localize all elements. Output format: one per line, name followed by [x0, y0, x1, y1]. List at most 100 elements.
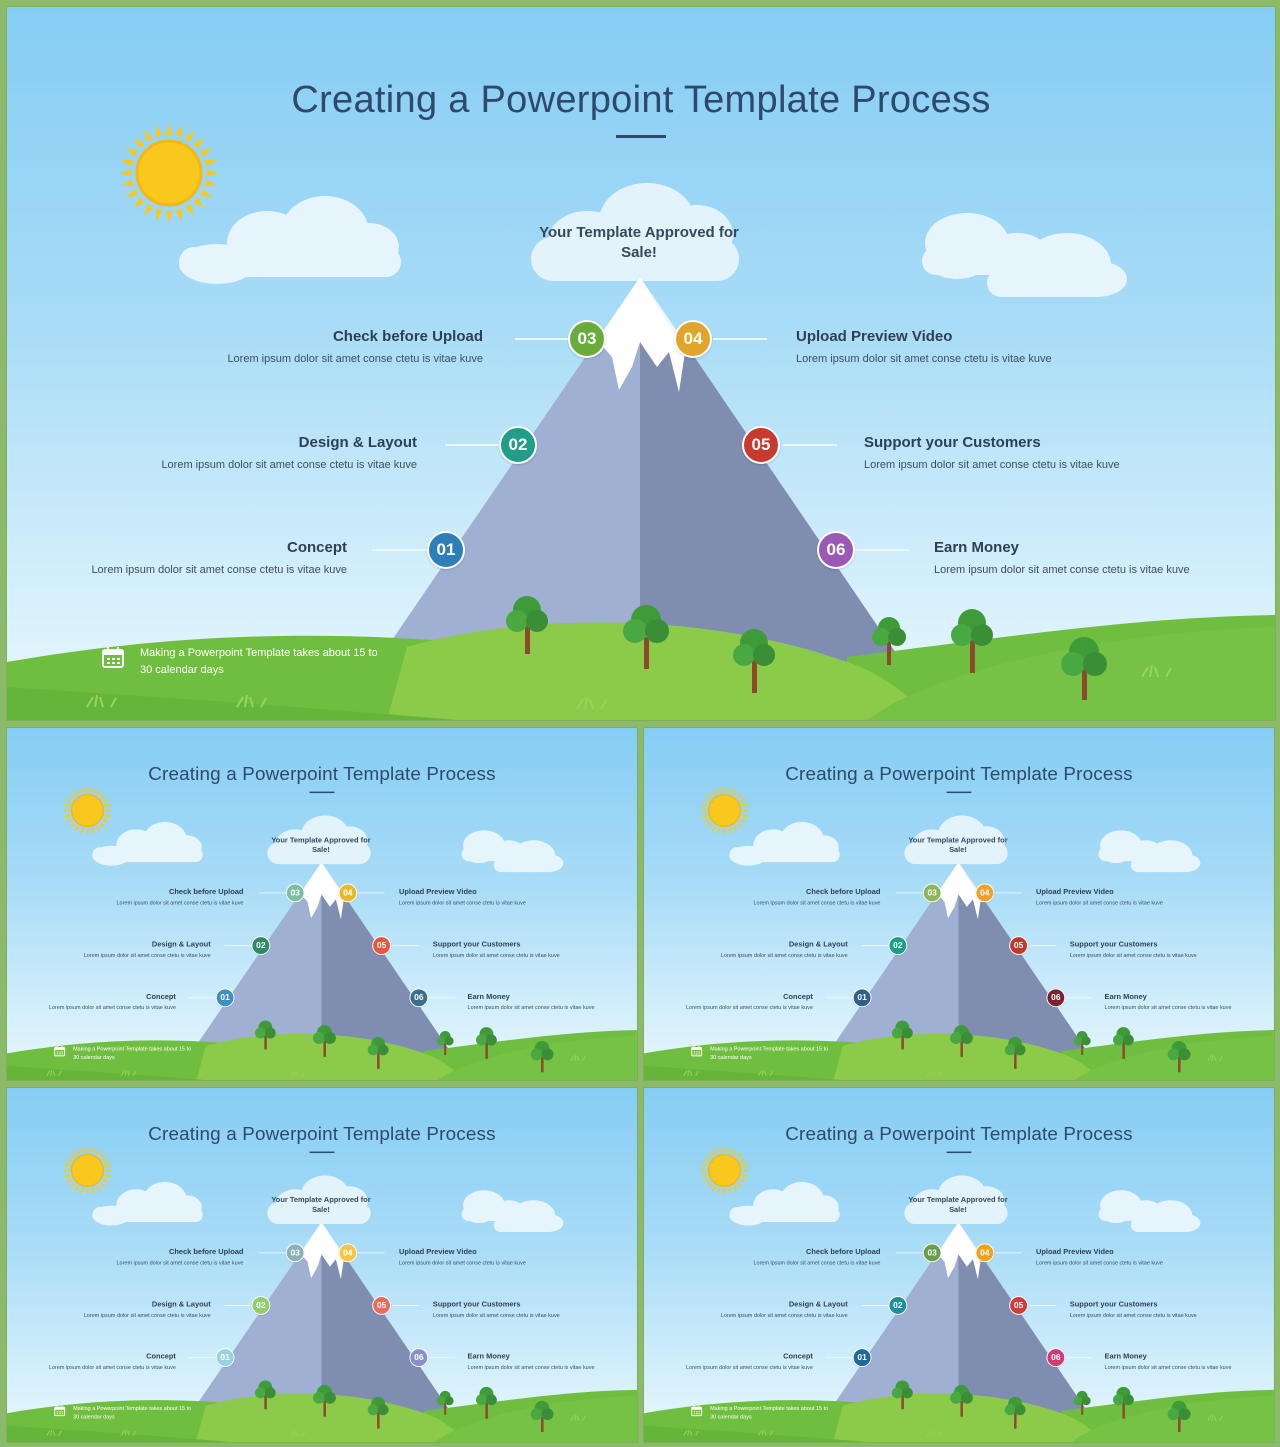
- sun-ray: [204, 159, 218, 167]
- sun-ray: [85, 829, 90, 836]
- sun-ray: [200, 188, 213, 198]
- slide-title: Creating a Powerpoint Template Process: [291, 79, 991, 121]
- title-underline: [309, 1151, 335, 1154]
- cloud-icon: [729, 1181, 840, 1226]
- sun-ray: [85, 1189, 90, 1196]
- sun-ray: [736, 1152, 743, 1159]
- sun-ray: [62, 808, 69, 813]
- hills: [7, 615, 1275, 720]
- sun-ray: [155, 208, 163, 222]
- sun-ray: [732, 825, 737, 832]
- tree-icon: [950, 1384, 973, 1417]
- sun-ray: [75, 1148, 80, 1155]
- step-04-badge: 04: [975, 883, 995, 903]
- step-05-label: Support your Customers: [432, 940, 521, 949]
- sun-ray: [700, 1173, 707, 1177]
- slide-thumbnail-2[interactable]: Creating a Powerpoint Template Process Y…: [643, 727, 1275, 1081]
- sun-ray: [722, 1189, 727, 1196]
- step-04-label: Upload Preview Video: [796, 328, 953, 345]
- step-03-badge: 03: [922, 1243, 942, 1263]
- step-04-desc: Lorem ipsum dolor sit amet conse ctetu i…: [398, 899, 526, 906]
- step-02-desc: Lorem ipsum dolor sit amet conse ctetu i…: [161, 459, 417, 471]
- step-01-desc: Lorem ipsum dolor sit amet conse ctetu i…: [685, 1004, 813, 1011]
- calendar-icon: [102, 647, 124, 668]
- sun-ray: [739, 818, 746, 823]
- summit-cloud-icon: [904, 1175, 1008, 1225]
- step-01-label: Concept: [287, 539, 347, 556]
- summit-label: Your Template Approved for Sale!: [271, 835, 371, 855]
- step-02-desc: Lorem ipsum dolor sit amet conse ctetu i…: [720, 1312, 848, 1319]
- calendar-icon: [691, 1045, 703, 1057]
- step-02-label: Design & Layout: [788, 940, 848, 949]
- sun-ray: [80, 828, 85, 835]
- footer-note: Making a Powerpoint Template takes about…: [73, 1405, 192, 1421]
- sun-ray: [99, 792, 106, 799]
- tree-icon: [1167, 1040, 1191, 1073]
- step-05-desc: Lorem ipsum dolor sit amet conse ctetu i…: [432, 1312, 560, 1319]
- step-06-label: Earn Money: [467, 1352, 510, 1361]
- sun-ray: [65, 1178, 73, 1183]
- sun-ray: [63, 803, 70, 808]
- connector-lines: [825, 1252, 1093, 1359]
- cloud-icon: [493, 1200, 564, 1232]
- sun-ray: [739, 1158, 746, 1163]
- sun-ray: [69, 1152, 76, 1159]
- tree-icon: [623, 605, 669, 669]
- tree-icon: [1061, 637, 1107, 700]
- cloud-icon: [92, 821, 203, 866]
- step-02-label: Design & Layout: [788, 1300, 848, 1309]
- sun-ray: [133, 197, 145, 209]
- slide-stage: Creating a Powerpoint Template Process Y…: [7, 7, 1275, 720]
- sun-ray: [184, 129, 194, 142]
- sun-ray: [85, 1145, 90, 1152]
- sun-ray: [727, 1146, 731, 1153]
- sun-ray: [69, 822, 76, 829]
- slide-thumbnail-1[interactable]: Creating a Powerpoint Template Process Y…: [6, 727, 638, 1081]
- step-01-label: Concept: [146, 992, 176, 1001]
- grass-tufts: [683, 1414, 1223, 1437]
- step-04-label: Upload Preview Video: [1035, 887, 1114, 896]
- slide-thumbnail-4[interactable]: Creating a Powerpoint Template Process Y…: [643, 1087, 1275, 1443]
- step-05-label: Support your Customers: [864, 434, 1041, 451]
- hills: [644, 1389, 1274, 1442]
- step-03-desc: Lorem ipsum dolor sit amet conse ctetu i…: [116, 899, 244, 906]
- summit-cloud-icon: [904, 815, 1008, 865]
- sun-ray: [727, 828, 731, 835]
- sun-ray: [95, 788, 100, 796]
- sun-ray: [120, 179, 134, 187]
- sun-ray: [739, 798, 746, 803]
- tree-icon: [891, 1020, 913, 1050]
- step-05-desc: Lorem ipsum dolor sit amet conse ctetu i…: [1069, 1312, 1197, 1319]
- sun-ray: [706, 792, 713, 799]
- sun-ray: [700, 813, 707, 817]
- step-06-label: Earn Money: [1104, 1352, 1147, 1361]
- step-06-label: Earn Money: [934, 539, 1020, 556]
- step-06-badge: 06: [409, 988, 429, 1008]
- summit-label: Your Template Approved for Sale!: [539, 224, 739, 261]
- sun-ray: [722, 785, 727, 792]
- step-02-badge: 02: [888, 1296, 908, 1315]
- cloud-icon: [493, 840, 564, 873]
- sun-ray: [717, 828, 722, 835]
- sun-ray: [75, 788, 80, 796]
- summit-cloud-icon: [267, 815, 371, 865]
- sun-ray: [184, 204, 194, 217]
- slide-thumbnail-3[interactable]: Creating a Powerpoint Template Process Y…: [6, 1087, 638, 1443]
- cloud-icon: [179, 196, 401, 284]
- sun-ray: [106, 808, 113, 813]
- sun-ray: [699, 808, 706, 813]
- step-02-badge: 02: [499, 426, 537, 464]
- tree-icon: [313, 1384, 336, 1417]
- calendar-icon: [54, 1405, 66, 1417]
- summit-label: Your Template Approved for Sale!: [271, 1195, 371, 1215]
- footer-note: Making a Powerpoint Template takes about…: [73, 1045, 192, 1061]
- sun-ray: [193, 197, 205, 209]
- sun-ray: [204, 179, 218, 187]
- step-05-label: Support your Customers: [1069, 1300, 1158, 1309]
- step-05-badge: 05: [1009, 1296, 1029, 1315]
- sun-ray: [193, 137, 205, 149]
- slide-main[interactable]: Creating a Powerpoint Template Process Y…: [6, 6, 1276, 721]
- sun-ray: [736, 822, 743, 829]
- grass-tufts: [683, 1054, 1223, 1078]
- sun-ray: [65, 1158, 73, 1163]
